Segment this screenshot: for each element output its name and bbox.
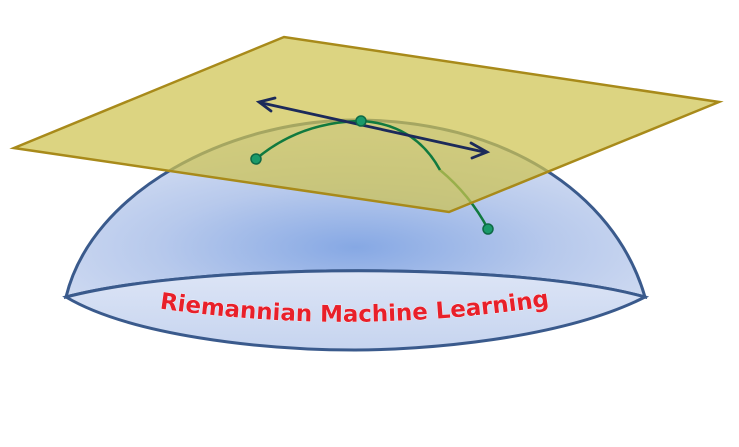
tangent-vector-arrow (255, 96, 491, 160)
manifold-base (62, 269, 650, 352)
tangent-plane (9, 35, 724, 214)
tangent-point (355, 115, 367, 127)
curve-end-point (482, 223, 494, 235)
curve-start-point (250, 153, 262, 165)
